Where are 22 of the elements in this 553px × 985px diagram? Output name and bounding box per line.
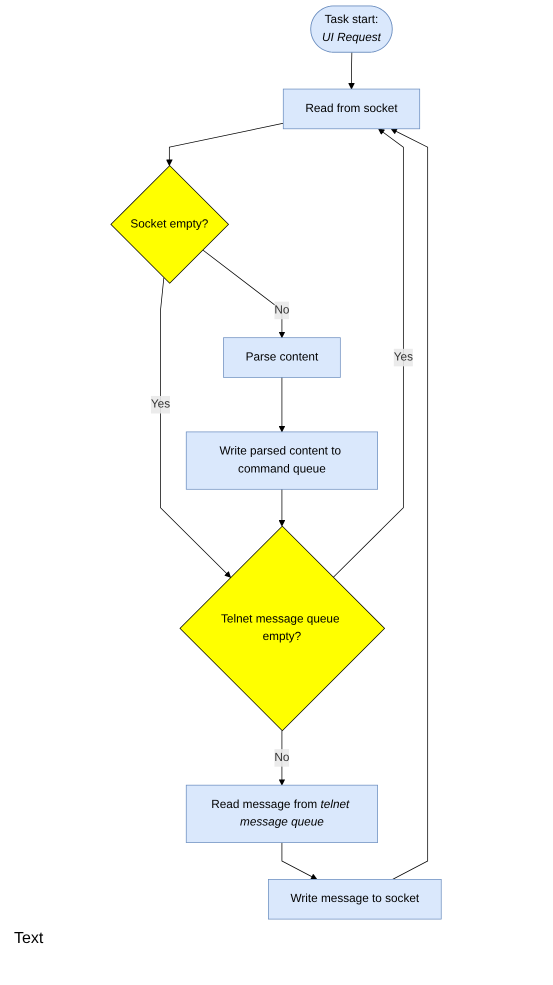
node-box: Parse content: [224, 337, 342, 378]
node-diamond: Telnet message queue empty?: [180, 526, 386, 732]
node-box: Write message to socket: [268, 879, 442, 920]
edge-label: No: [274, 304, 290, 316]
edge-label: Yes: [151, 398, 171, 411]
node-diamond: Socket empty?: [110, 165, 230, 284]
node-box: Read message from telnet message queue: [186, 784, 378, 843]
arrow: [279, 730, 286, 786]
arrow: [333, 128, 404, 578]
edge-label: Yes: [394, 350, 414, 364]
arrow: [391, 128, 428, 880]
arrow: [282, 842, 318, 880]
edge-label: No: [274, 751, 290, 764]
arrow: [279, 488, 286, 526]
arrow: [202, 250, 286, 338]
arrow: [166, 122, 284, 166]
arrow: [160, 277, 232, 578]
arrow: [279, 377, 286, 432]
arrow: [348, 52, 356, 90]
node-box: Write parsed content to command queue: [186, 432, 378, 490]
node-box: Read from socket: [283, 88, 421, 130]
note-text: Text: [14, 930, 44, 948]
